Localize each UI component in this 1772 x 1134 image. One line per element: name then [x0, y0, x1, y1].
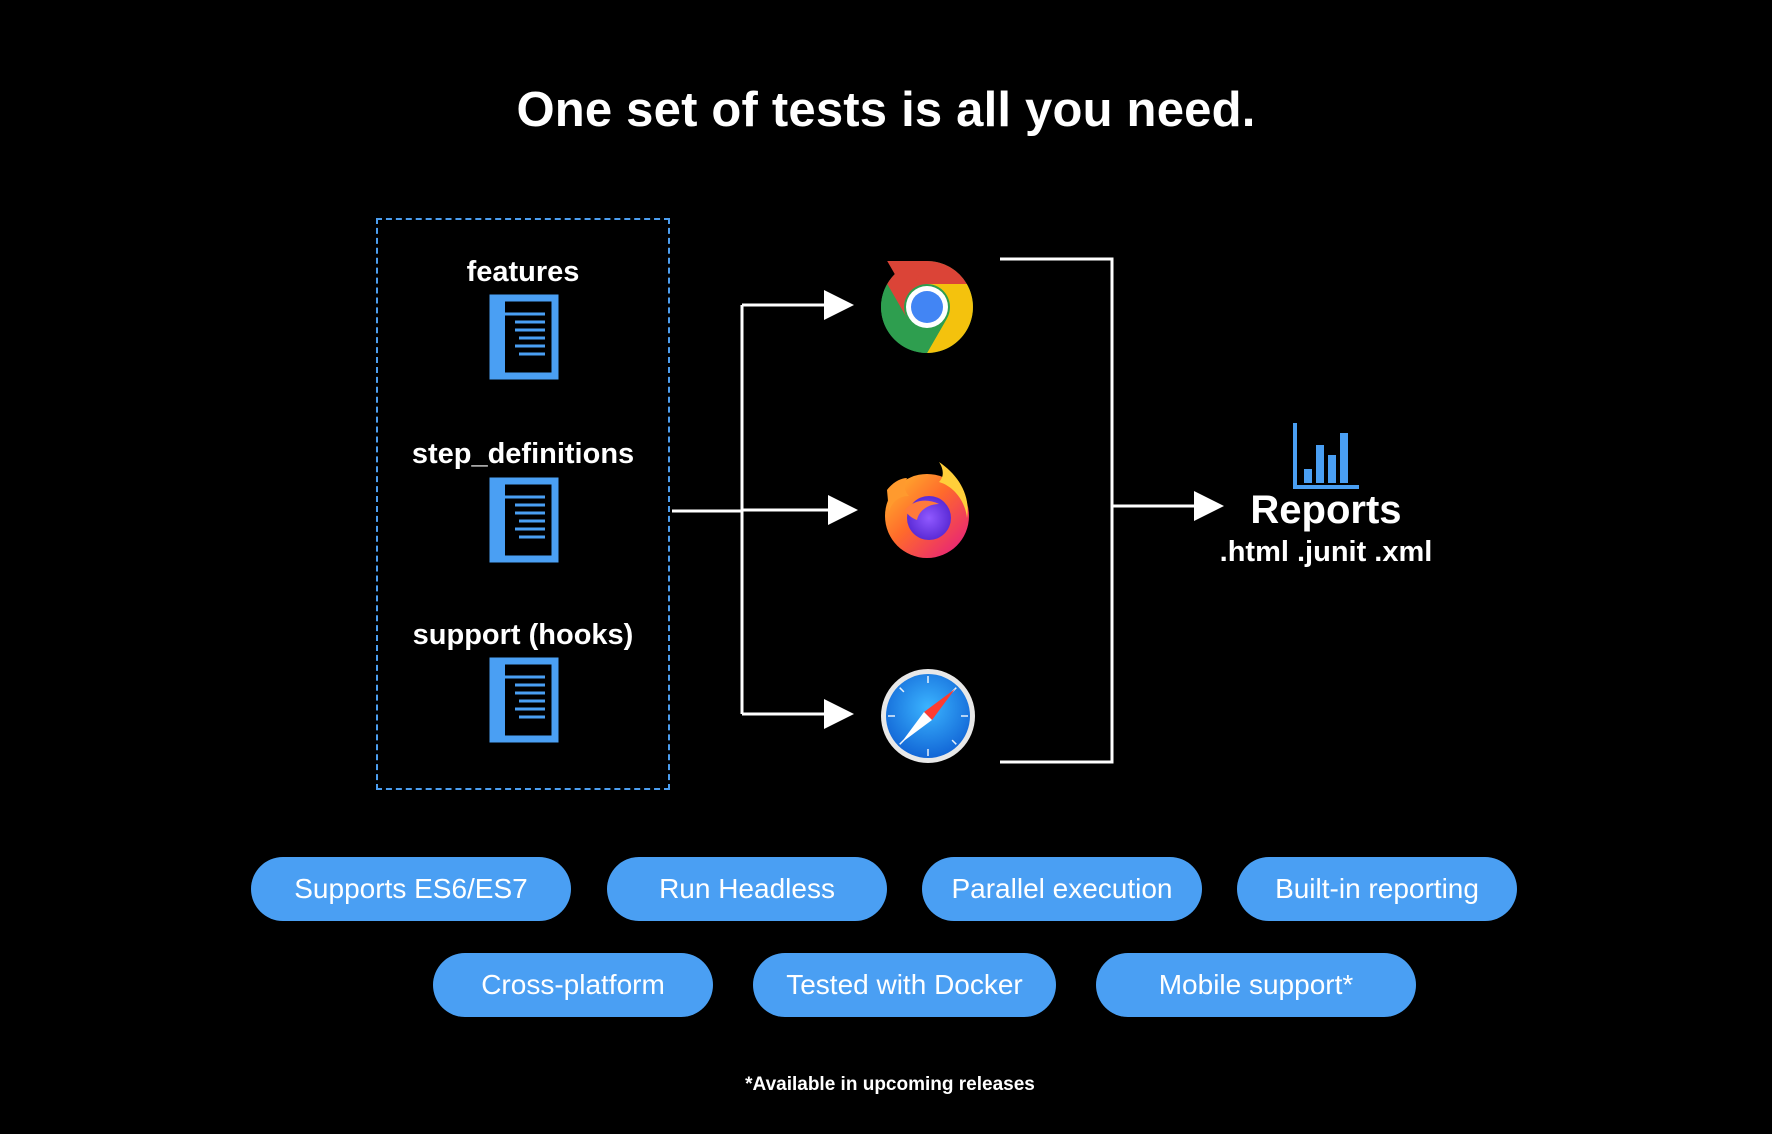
feature-pill-headless: Run Headless: [607, 857, 887, 921]
feature-pill-es6: Supports ES6/ES7: [251, 857, 571, 921]
file-label-step-definitions: step_definitions: [411, 438, 635, 470]
feature-pill-docker: Tested with Docker: [753, 953, 1056, 1017]
file-label-features: features: [466, 256, 580, 288]
file-label-support-hooks: support (hooks): [412, 619, 634, 651]
feature-pill-cross-platform: Cross-platform: [433, 953, 713, 1017]
chrome-icon: [881, 261, 973, 353]
firefox-icon: [885, 462, 969, 558]
safari-icon: [881, 669, 975, 763]
document-icon: [489, 294, 559, 380]
footnote: *Available in upcoming releases: [745, 1074, 1035, 1095]
feature-pill-reporting: Built-in reporting: [1237, 857, 1517, 921]
bar-chart-icon: [1293, 423, 1359, 489]
document-icon: [489, 477, 559, 563]
page-title: One set of tests is all you need.: [516, 83, 1256, 137]
reports-title: Reports: [1250, 488, 1402, 532]
test-files-group: [376, 218, 670, 790]
feature-pill-mobile: Mobile support*: [1096, 953, 1416, 1017]
feature-pill-parallel: Parallel execution: [922, 857, 1202, 921]
document-icon: [489, 657, 559, 743]
reports-formats: .html .junit .xml: [1219, 536, 1433, 568]
merge-bracket: [1000, 257, 1114, 764]
